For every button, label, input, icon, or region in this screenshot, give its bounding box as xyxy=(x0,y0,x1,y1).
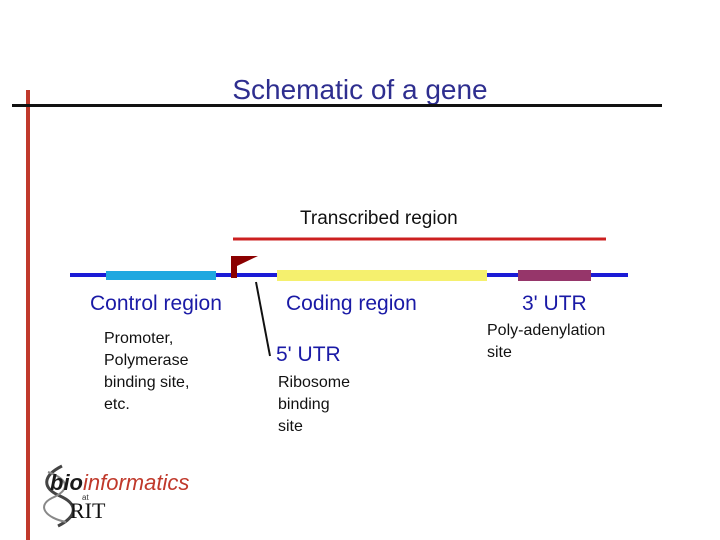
logo-rit-text: RIT xyxy=(70,498,106,523)
control-region-segment xyxy=(106,271,216,280)
title-underline xyxy=(12,104,662,107)
utr3-label: 3' UTR xyxy=(522,292,587,315)
slide-title: Schematic of a gene xyxy=(232,74,488,105)
transcription-start-flag xyxy=(231,256,258,278)
logo-wordmark: bioinformatics xyxy=(50,470,189,496)
slide-side-accent xyxy=(26,90,30,540)
utr3-segment xyxy=(518,270,591,281)
coding-region-label: Coding region xyxy=(286,292,417,315)
utr5-pointer-line xyxy=(255,281,271,357)
logo-informatics-text: informatics xyxy=(83,470,190,495)
logo-bio-text: bio xyxy=(50,470,83,495)
dna-helix-icon xyxy=(43,464,75,528)
control-region-description: Promoter, Polymerase binding site, etc. xyxy=(104,330,190,413)
logo-at-text: at xyxy=(82,493,89,502)
coding-region-segment xyxy=(277,270,487,281)
utr5-description: Ribosome binding site xyxy=(278,374,351,435)
transcribed-region-label: Transcribed region xyxy=(300,208,458,229)
utr5-label: 5' UTR xyxy=(276,343,341,366)
bioinformatics-rit-logo: bioinformatics at RIT xyxy=(40,462,200,528)
utr3-description: Poly-adenylation site xyxy=(487,322,606,361)
control-region-label: Control region xyxy=(90,292,222,315)
